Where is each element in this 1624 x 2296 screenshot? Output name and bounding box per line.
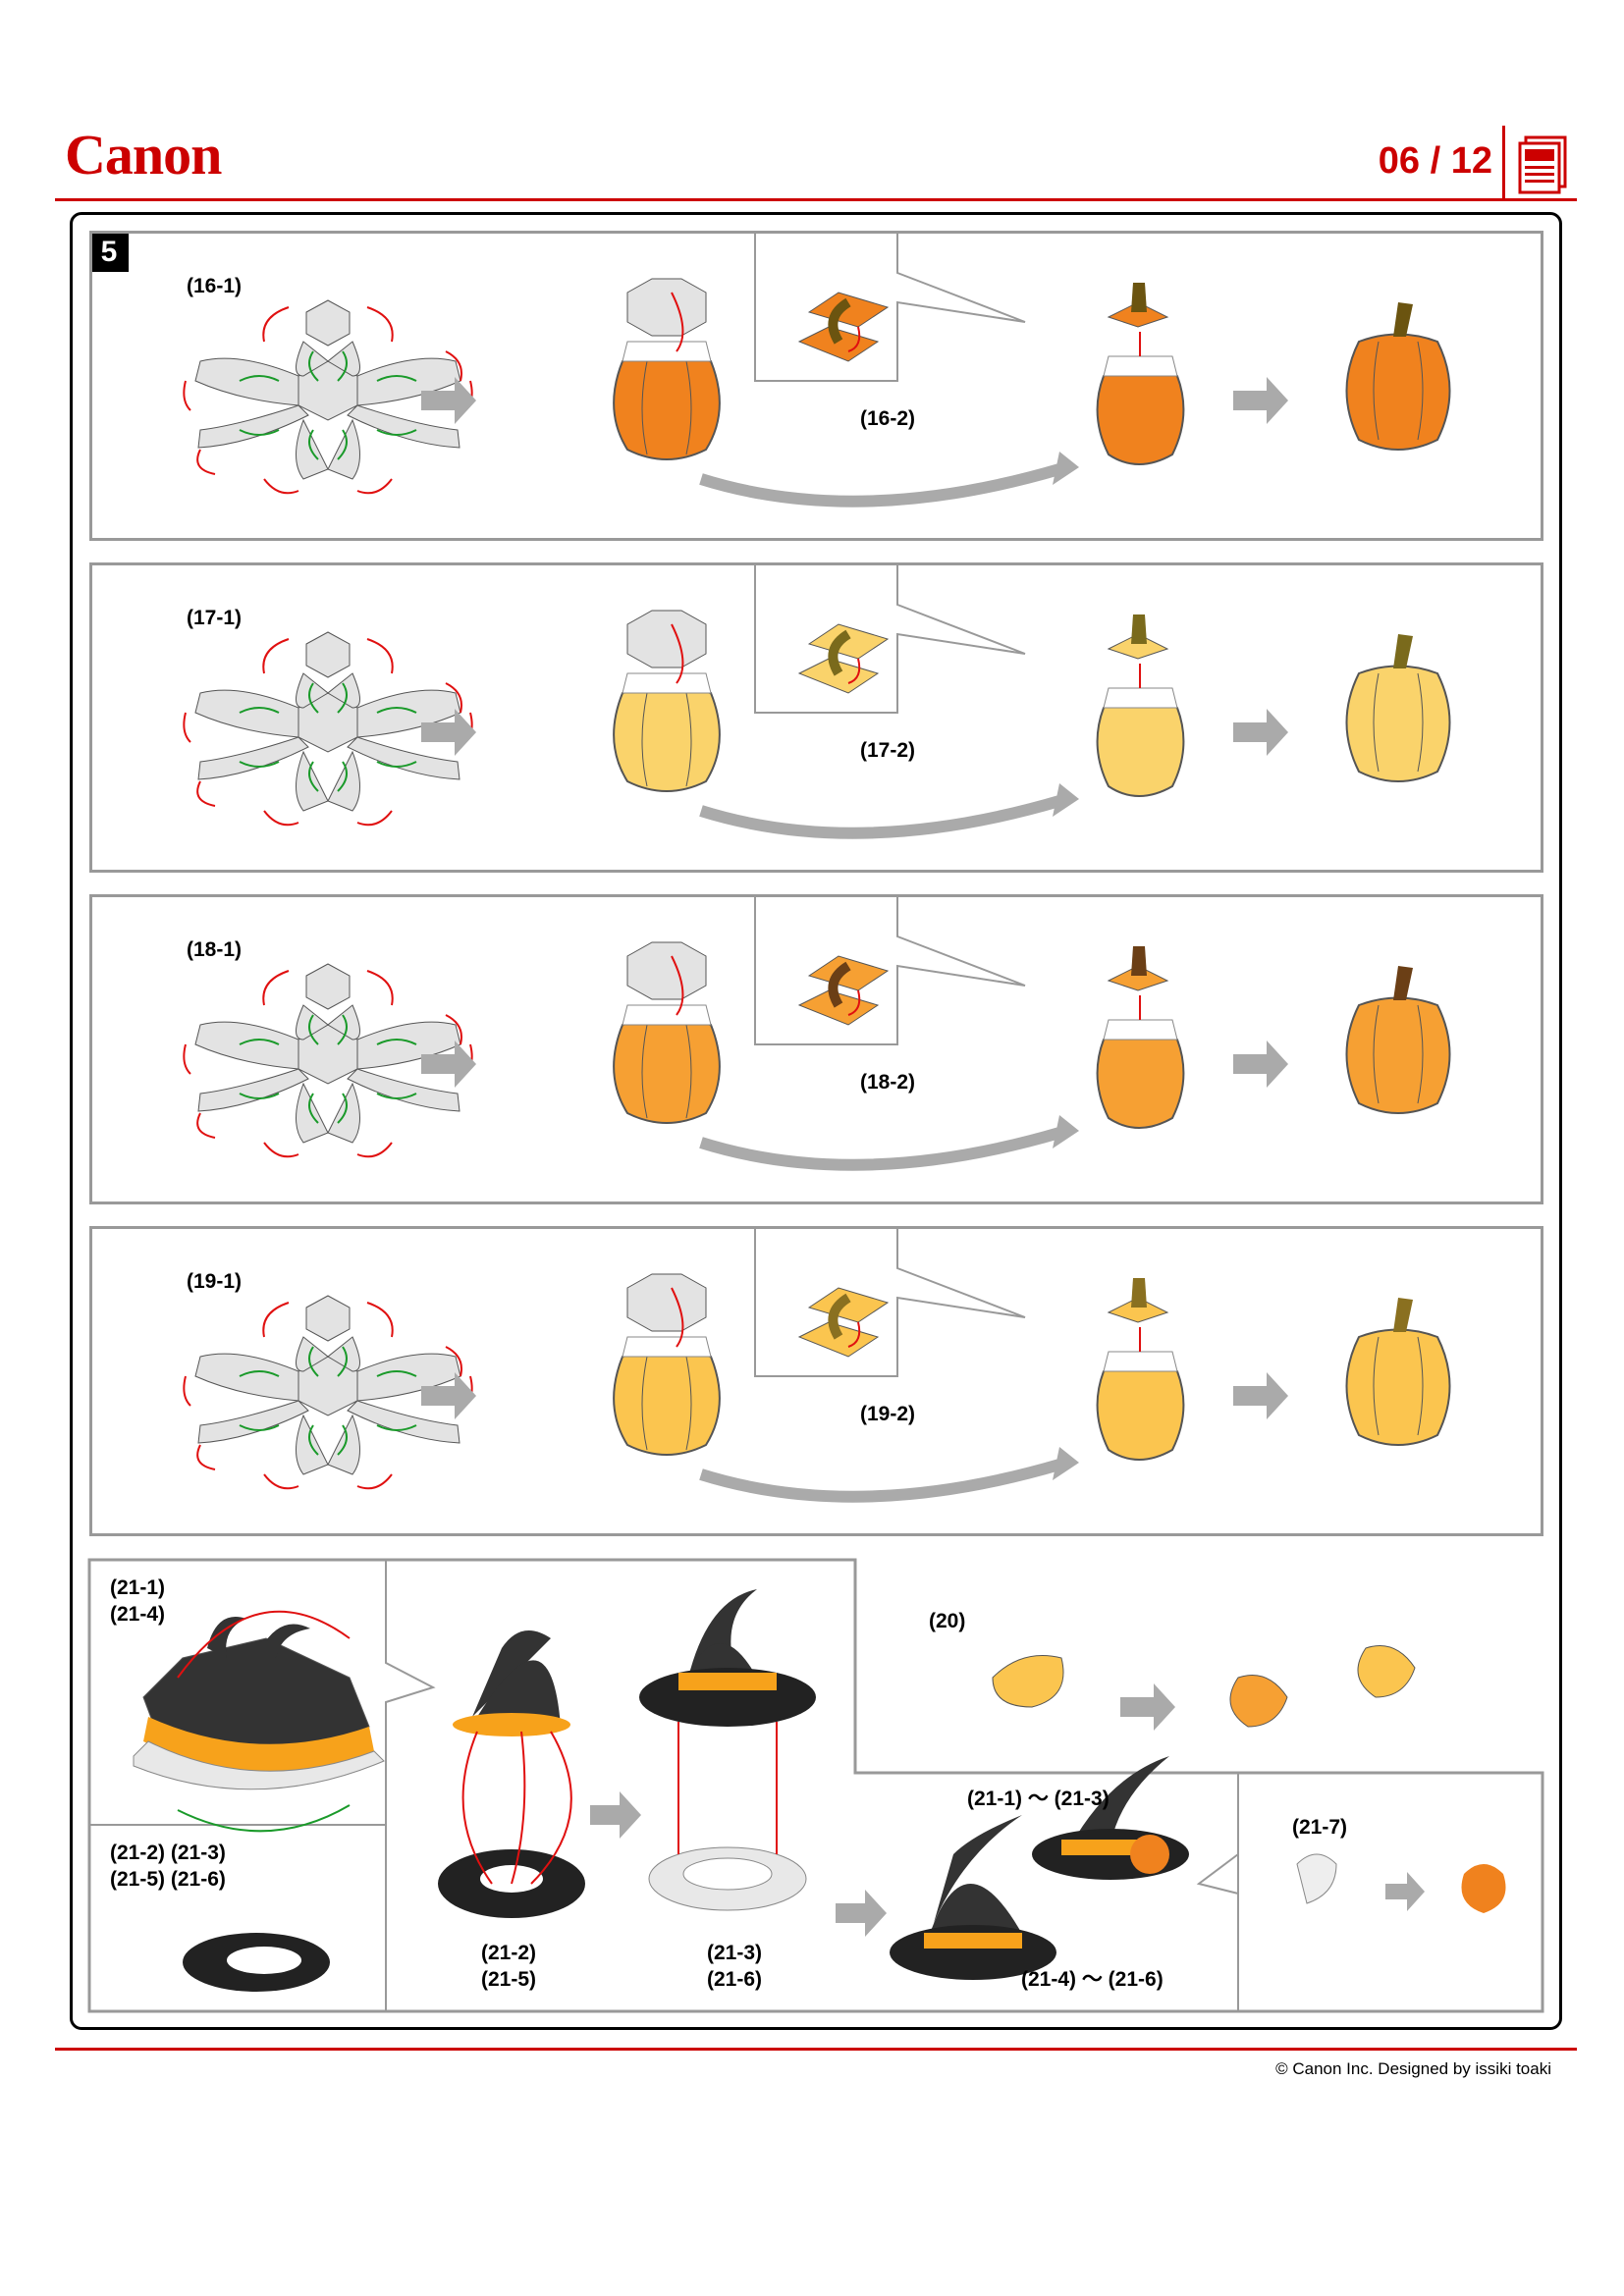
row-detail-label: (16-2) [860, 407, 916, 430]
row-start-label: (18-1) [187, 938, 243, 961]
step-badge: 5 [89, 233, 129, 272]
pumpkin-row [89, 562, 1543, 873]
footer-rule [55, 2048, 1577, 2051]
pumpkin-assembled-with-lid [1096, 1278, 1185, 1461]
label-21-7: (21-7) [1292, 1816, 1348, 1839]
row-start-label: (17-1) [187, 607, 243, 629]
finished-hats [890, 1756, 1189, 1980]
detail-callout [754, 565, 1026, 714]
flat-net-illustration [183, 963, 473, 1158]
copyright: © Canon Inc. Designed by issiki toaki [1275, 2059, 1551, 2078]
hat-assembly-1 [438, 1630, 585, 1918]
label-range-bottom: (21-4) ～ (21-6) [1021, 1968, 1164, 1991]
page-number: 06 / 12 [1378, 140, 1492, 182]
pumpkin-finished [1345, 1298, 1451, 1446]
flat-net-illustration [183, 631, 473, 827]
label-21-5-21-6: (21-5) (21-6) [110, 1868, 226, 1891]
pumpkin-finished [1345, 634, 1451, 782]
pumpkin-body-open [613, 278, 721, 460]
document-stack-icon[interactable] [1516, 135, 1571, 196]
pumpkin-body-open [613, 1273, 721, 1456]
label-21-2: (21-2) [481, 1942, 537, 1964]
label-21-4: (21-4) [110, 1603, 166, 1626]
pumpkin-assembled-with-lid [1096, 283, 1185, 465]
detail-callout [754, 234, 1026, 382]
flat-net-illustration [183, 1295, 473, 1490]
row-detail-label: (18-2) [860, 1071, 916, 1094]
pumpkin-finished [1345, 302, 1451, 451]
label-21-3: (21-3) [707, 1942, 763, 1964]
pumpkin-assembled-with-lid [1096, 614, 1185, 797]
row-start-label: (19-1) [187, 1270, 243, 1293]
row-start-label: (16-1) [187, 275, 243, 297]
pumpkin-body-open [613, 941, 721, 1124]
brand-logo: Canon [65, 123, 222, 187]
main-frame [70, 212, 1562, 2030]
pumpkin-row [89, 894, 1543, 1204]
detail-callout [754, 1229, 1026, 1377]
label-21-2-21-3: (21-2) (21-3) [110, 1842, 226, 1864]
row-detail-label: (19-2) [860, 1403, 916, 1425]
label-21-5: (21-5) [481, 1968, 537, 1991]
label-range-top: (21-1) ～ (21-3) [967, 1788, 1110, 1810]
witch-hat-panel [87, 1558, 1562, 2021]
label-21-6: (21-6) [707, 1968, 763, 1991]
hat-net-illustration [133, 1610, 385, 1833]
detail-callout [754, 897, 1026, 1045]
hat-assembly-2 [639, 1589, 816, 1911]
pumpkin-row [89, 231, 1543, 541]
label-21-1: (21-1) [110, 1576, 166, 1599]
pumpkin-assembled-with-lid [1096, 946, 1185, 1129]
header-rule [55, 198, 1577, 201]
pumpkin-row [89, 1226, 1543, 1536]
label-20: (20) [929, 1610, 966, 1632]
header-divider [1502, 126, 1505, 200]
flat-net-illustration [183, 299, 473, 495]
pumpkin-finished [1345, 966, 1451, 1114]
pumpkin-body-open [613, 610, 721, 792]
row-detail-label: (17-2) [860, 739, 916, 762]
